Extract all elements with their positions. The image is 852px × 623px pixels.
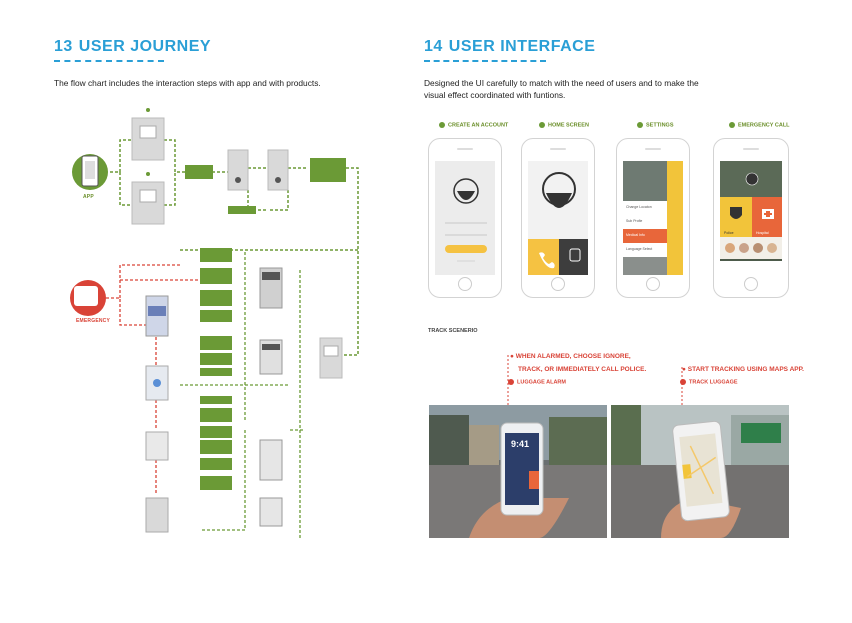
- title-underline: [54, 60, 164, 62]
- phone-create-account: [428, 138, 502, 298]
- section-number: 13: [54, 38, 73, 55]
- settings-item: Medical Info: [626, 233, 645, 237]
- emergency-button-label: Hospital: [756, 231, 769, 235]
- track-scenario-title: TRACK SCENERIO: [428, 328, 478, 334]
- section-title: USER JOURNEY: [78, 38, 212, 55]
- app-phone-screen: [85, 161, 95, 179]
- section-title: USER INTERFACE: [448, 38, 596, 55]
- caption-settings: SETTINGS: [637, 122, 674, 128]
- phone-home-screen: [521, 138, 595, 298]
- section-title-user-journey: 13 USER JOURNEY: [54, 38, 211, 56]
- annotation-tracking: ● START TRACKING USING MAPS APP.: [682, 366, 804, 373]
- lock-screen-time: 9:41: [511, 439, 530, 449]
- user-journey-flowchart: [70, 108, 359, 540]
- caption-home-screen: HOME SCREEN: [539, 122, 589, 128]
- section-title-user-interface: 14 USER INTERFACE: [424, 38, 595, 56]
- phone-emergency-call: Police Hospital: [713, 138, 789, 298]
- annotation-alarm-line2: TRACK, OR IMMEDIATELY CALL POLICE.: [518, 366, 647, 373]
- settings-item: Language Select: [626, 247, 653, 251]
- photo-track-luggage: [611, 405, 789, 538]
- caption-emergency-call: EMERGENCY CALL: [729, 122, 790, 128]
- annotation-connectors: [507, 355, 683, 405]
- section-number: 14: [424, 38, 443, 55]
- title-underline: [424, 60, 546, 62]
- settings-item: Change Locaton: [626, 205, 652, 209]
- emergency-label: EMERGENCY: [76, 318, 111, 324]
- tag-luggage-alarm: LUGGAGE ALARM: [508, 379, 566, 385]
- emergency-button-label: Police: [724, 231, 734, 235]
- app-label: APP: [83, 194, 94, 200]
- ui-description-line1: Designed the UI carefully to match with …: [424, 78, 699, 88]
- photo-luggage-alarm: 9:41: [429, 405, 607, 538]
- phone-settings: Change Locaton Sub Profie Medical Info L…: [616, 138, 690, 298]
- journey-description: The flow chart includes the interaction …: [54, 78, 321, 88]
- ui-description-line2: visual effect coordinated with funtions.: [424, 90, 566, 100]
- annotation-alarm: ● WHEN ALARMED, CHOOSE IGNORE,: [510, 353, 631, 360]
- caption-create-account: CREATE AN ACCOUNT: [439, 122, 508, 128]
- settings-item: Sub Profie: [626, 219, 643, 223]
- tag-track-luggage: TRACK LUGGAGE: [680, 379, 738, 385]
